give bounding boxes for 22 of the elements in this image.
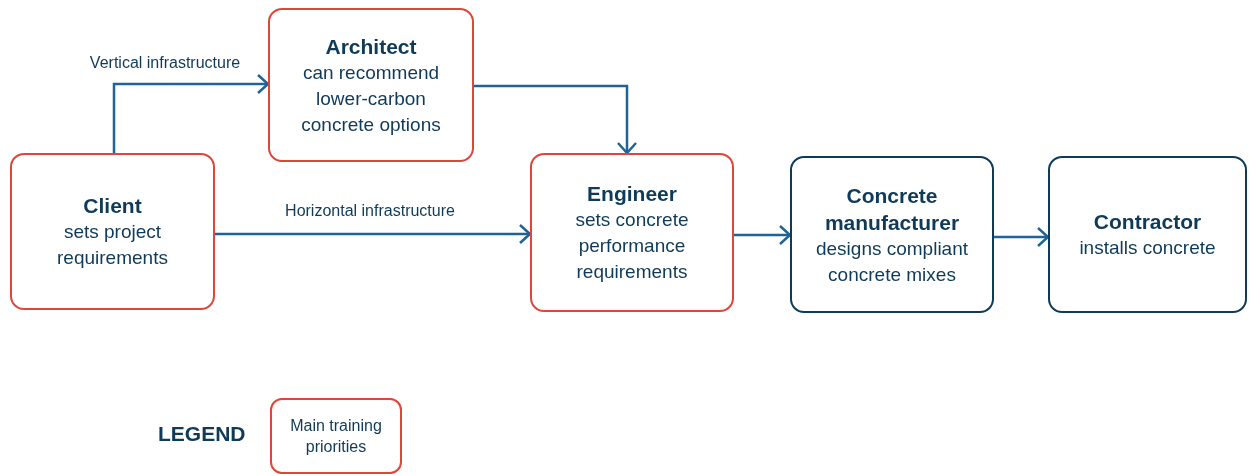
arrow xyxy=(474,84,638,155)
process-box xyxy=(10,153,215,310)
arrow xyxy=(994,226,1050,248)
node-title: Client xyxy=(83,193,142,219)
arrow xyxy=(215,223,532,245)
node-description: designs compliant concrete mixes xyxy=(814,236,970,287)
legend-text: Main training priorities xyxy=(289,416,383,457)
node-description: sets project requirements xyxy=(56,220,169,270)
node-title: Engineer xyxy=(587,181,677,207)
process-box xyxy=(268,8,474,162)
node-description: can recommend lower-carbon concrete options xyxy=(300,60,442,137)
process-box xyxy=(1048,156,1247,313)
node-description: sets concrete performance requirements xyxy=(574,208,690,284)
process-box xyxy=(790,156,994,313)
node-title: Architect xyxy=(325,33,417,60)
node-title: Contractor xyxy=(1093,209,1202,235)
node-description: installs concrete xyxy=(1079,236,1216,260)
arrow xyxy=(112,73,270,153)
process-box xyxy=(530,153,734,312)
node-title: Concrete manufacturer xyxy=(823,182,961,236)
arrow xyxy=(734,224,792,246)
legend-heading: LEGEND xyxy=(158,422,246,446)
